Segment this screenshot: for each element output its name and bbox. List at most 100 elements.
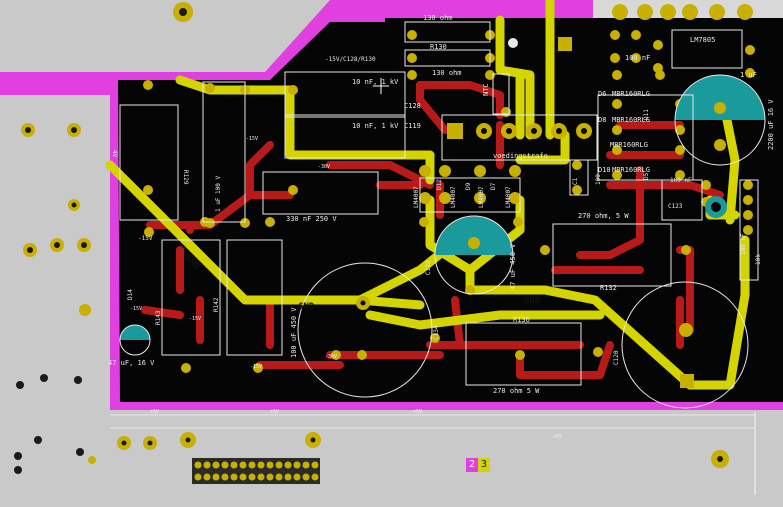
- header-pin: [212, 461, 220, 469]
- label-neg-c: -15V: [189, 316, 201, 322]
- label-c119-value: 10 nF, 1 kV: [352, 122, 399, 130]
- label-lm4007-d: LM4007: [505, 186, 512, 208]
- label-neg-e: -30V: [325, 354, 337, 360]
- label-5v-b: +5V: [270, 409, 279, 415]
- header-pin: [266, 473, 274, 481]
- label-c-2200uf: 2200 uF 16 V: [767, 99, 775, 150]
- label-d6: D6: [598, 90, 606, 98]
- label-c12x-value: 1 uF 100 V: [215, 175, 222, 212]
- label-mbr-b: MBR160RLG: [612, 116, 650, 124]
- label-r132: R132: [600, 284, 617, 292]
- label-r100: 100: [595, 174, 602, 185]
- header-pin: [311, 473, 319, 481]
- label-lm7805: LM7805: [690, 36, 715, 44]
- header-pin: [230, 461, 238, 469]
- net-label-gnd-mid: GND: [298, 302, 315, 312]
- label-d12: D12: [436, 179, 443, 190]
- header-pin: [257, 461, 265, 469]
- header-pin: [257, 473, 265, 481]
- header-pin: [275, 473, 283, 481]
- teal-capacitors: [119, 74, 766, 356]
- net-label-gnd-right: GND: [524, 296, 541, 306]
- board-pads: [143, 30, 755, 388]
- label-c126-value: 47 uF, 16 V: [108, 359, 155, 367]
- label-lm4007-b: LM4007: [450, 186, 457, 208]
- label-r143: R143: [155, 310, 162, 325]
- header-pin: [239, 461, 247, 469]
- header-pin: [221, 473, 229, 481]
- label-ntc: NTC: [482, 83, 490, 96]
- label-d11: D11: [643, 109, 650, 120]
- label-d5: D5: [643, 172, 650, 180]
- label-d7: D7: [490, 182, 497, 190]
- component-labels: 130 ohm R130 130 ohm -15V/C128/R130 10 n…: [108, 14, 775, 440]
- label-d8: D8: [598, 116, 606, 124]
- label-neg-b: -30V: [318, 164, 330, 170]
- label-lm4007-a: LM4007: [413, 186, 420, 208]
- header-pin: [248, 461, 256, 469]
- label-neg-a: -15V: [246, 136, 258, 142]
- label-d10: D10: [598, 166, 611, 174]
- label-c100nf-b: 100 nF: [670, 177, 692, 184]
- label-nf-val: 100 nF: [740, 233, 747, 255]
- label-r136: R136: [513, 316, 530, 324]
- front-copper-traces: [105, 0, 750, 390]
- header-pin: [284, 473, 292, 481]
- layer-swatch-front[interactable]: 2: [466, 458, 478, 472]
- header-pin: [293, 461, 301, 469]
- label-4v: 4V: [111, 150, 118, 158]
- label-c128: C128: [404, 102, 421, 110]
- pin-header: [192, 458, 320, 484]
- label-c122-value: 47 uF 450 V: [509, 243, 517, 290]
- header-pin: [275, 461, 283, 469]
- layer-swatch-back[interactable]: 3: [478, 458, 490, 472]
- header-pin: [311, 461, 319, 469]
- pin-header-body: [192, 458, 320, 484]
- label-c133-value: 100 uF 450 V: [290, 307, 298, 358]
- label-c123: C123: [668, 203, 683, 210]
- label-neg-f: -15V: [250, 364, 262, 370]
- header-pin: [302, 461, 310, 469]
- header-pin: [293, 473, 301, 481]
- label-mbr-d: MBR160RLG: [612, 166, 650, 174]
- label-c128-value: 10 nF, 1 kV: [352, 78, 399, 86]
- label-net-top: -15V/C128/R130: [325, 56, 376, 63]
- header-pin: [203, 473, 211, 481]
- label-r130-top: 130 ohm: [423, 14, 453, 22]
- header-pin: [194, 473, 202, 481]
- label-15v: -15V: [138, 235, 153, 242]
- pcb-board: [118, 18, 783, 402]
- header-pin: [194, 461, 202, 469]
- label-d9: D9: [465, 182, 472, 190]
- label-neg-d: -15V: [130, 306, 142, 312]
- label-mbr-c: MBR160RLG: [610, 141, 648, 149]
- label-r130-value: 130 ohm: [432, 69, 462, 77]
- label-5v-a: +5V: [150, 409, 159, 415]
- silkscreen-outlines: [119, 21, 759, 409]
- label-r130: R130: [430, 43, 447, 51]
- header-pin: [239, 473, 247, 481]
- label-c120: C120: [613, 350, 620, 365]
- label-r136-value: 270 ohm 5 W: [493, 387, 540, 395]
- header-pin: [221, 461, 229, 469]
- header-pin: [248, 473, 256, 481]
- header-pin: [212, 473, 220, 481]
- header-pin: [284, 461, 292, 469]
- crosshair-cursor-icon: [373, 78, 389, 94]
- label-c-1uf: 1 uF: [740, 71, 757, 79]
- label-c134: C134: [433, 325, 440, 340]
- label-c100nf-a: 100 nF: [625, 54, 650, 62]
- label-5v-c: +5V: [413, 409, 422, 415]
- header-pin: [302, 473, 310, 481]
- label-r132-value: 270 ohm, 5 W: [578, 212, 629, 220]
- label-r142: R142: [213, 297, 220, 312]
- label-r-10k: 10k: [755, 254, 762, 265]
- label-c122: C122: [425, 260, 432, 275]
- lower-area-parts: [14, 2, 753, 474]
- header-pin: [230, 473, 238, 481]
- label-5v-d: +5V: [553, 434, 562, 440]
- header-pin: [203, 461, 211, 469]
- lower-board-area: [0, 410, 783, 507]
- label-c1xx: C1: [572, 177, 579, 185]
